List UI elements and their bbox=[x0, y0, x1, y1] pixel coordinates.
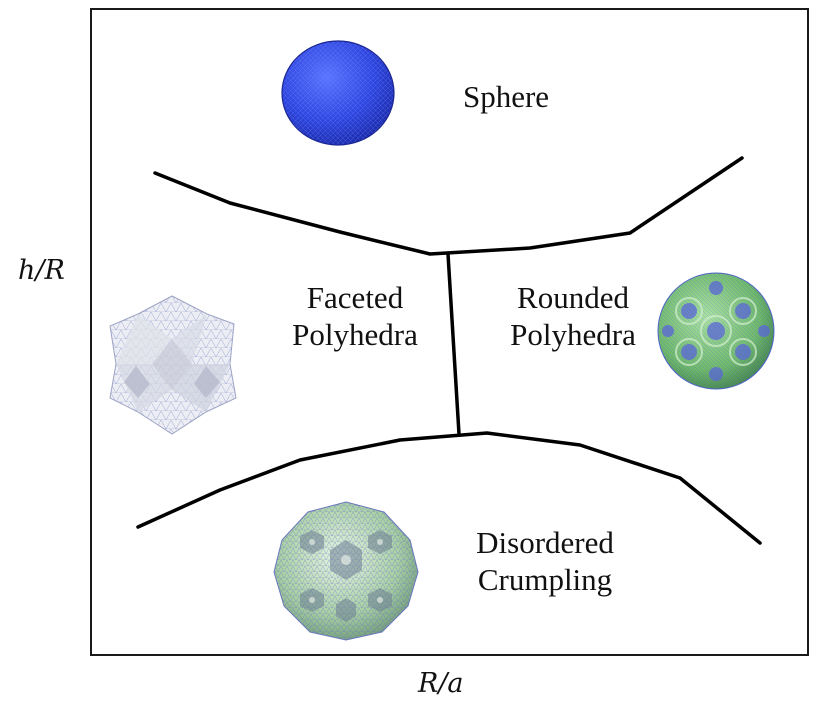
region-label-disordered-crumpling: Disordered Crumpling bbox=[440, 524, 650, 598]
region-label-faceted-polyhedra: Faceted Polyhedra bbox=[260, 279, 450, 353]
sphere-shape bbox=[281, 40, 395, 146]
region-label-rounded-line-2: Polyhedra bbox=[510, 317, 636, 352]
y-axis-label: h/R bbox=[18, 255, 65, 286]
plot-frame bbox=[90, 8, 809, 656]
faceted-polyhedron-shape bbox=[109, 295, 237, 435]
region-label-disordered-line-1: Disordered bbox=[476, 525, 614, 560]
region-label-faceted-line-1: Faceted bbox=[306, 280, 404, 315]
rounded-polyhedron-shape bbox=[657, 272, 775, 390]
region-label-sphere: Sphere bbox=[462, 79, 550, 114]
x-axis-label: R/a bbox=[418, 668, 464, 699]
disordered-crumpled-shape bbox=[273, 501, 419, 641]
region-label-faceted-line-2: Polyhedra bbox=[292, 317, 418, 352]
region-label-rounded-line-1: Rounded bbox=[517, 280, 629, 315]
region-label-rounded-polyhedra: Rounded Polyhedra bbox=[478, 279, 668, 353]
region-label-disordered-line-2: Crumpling bbox=[477, 562, 613, 597]
